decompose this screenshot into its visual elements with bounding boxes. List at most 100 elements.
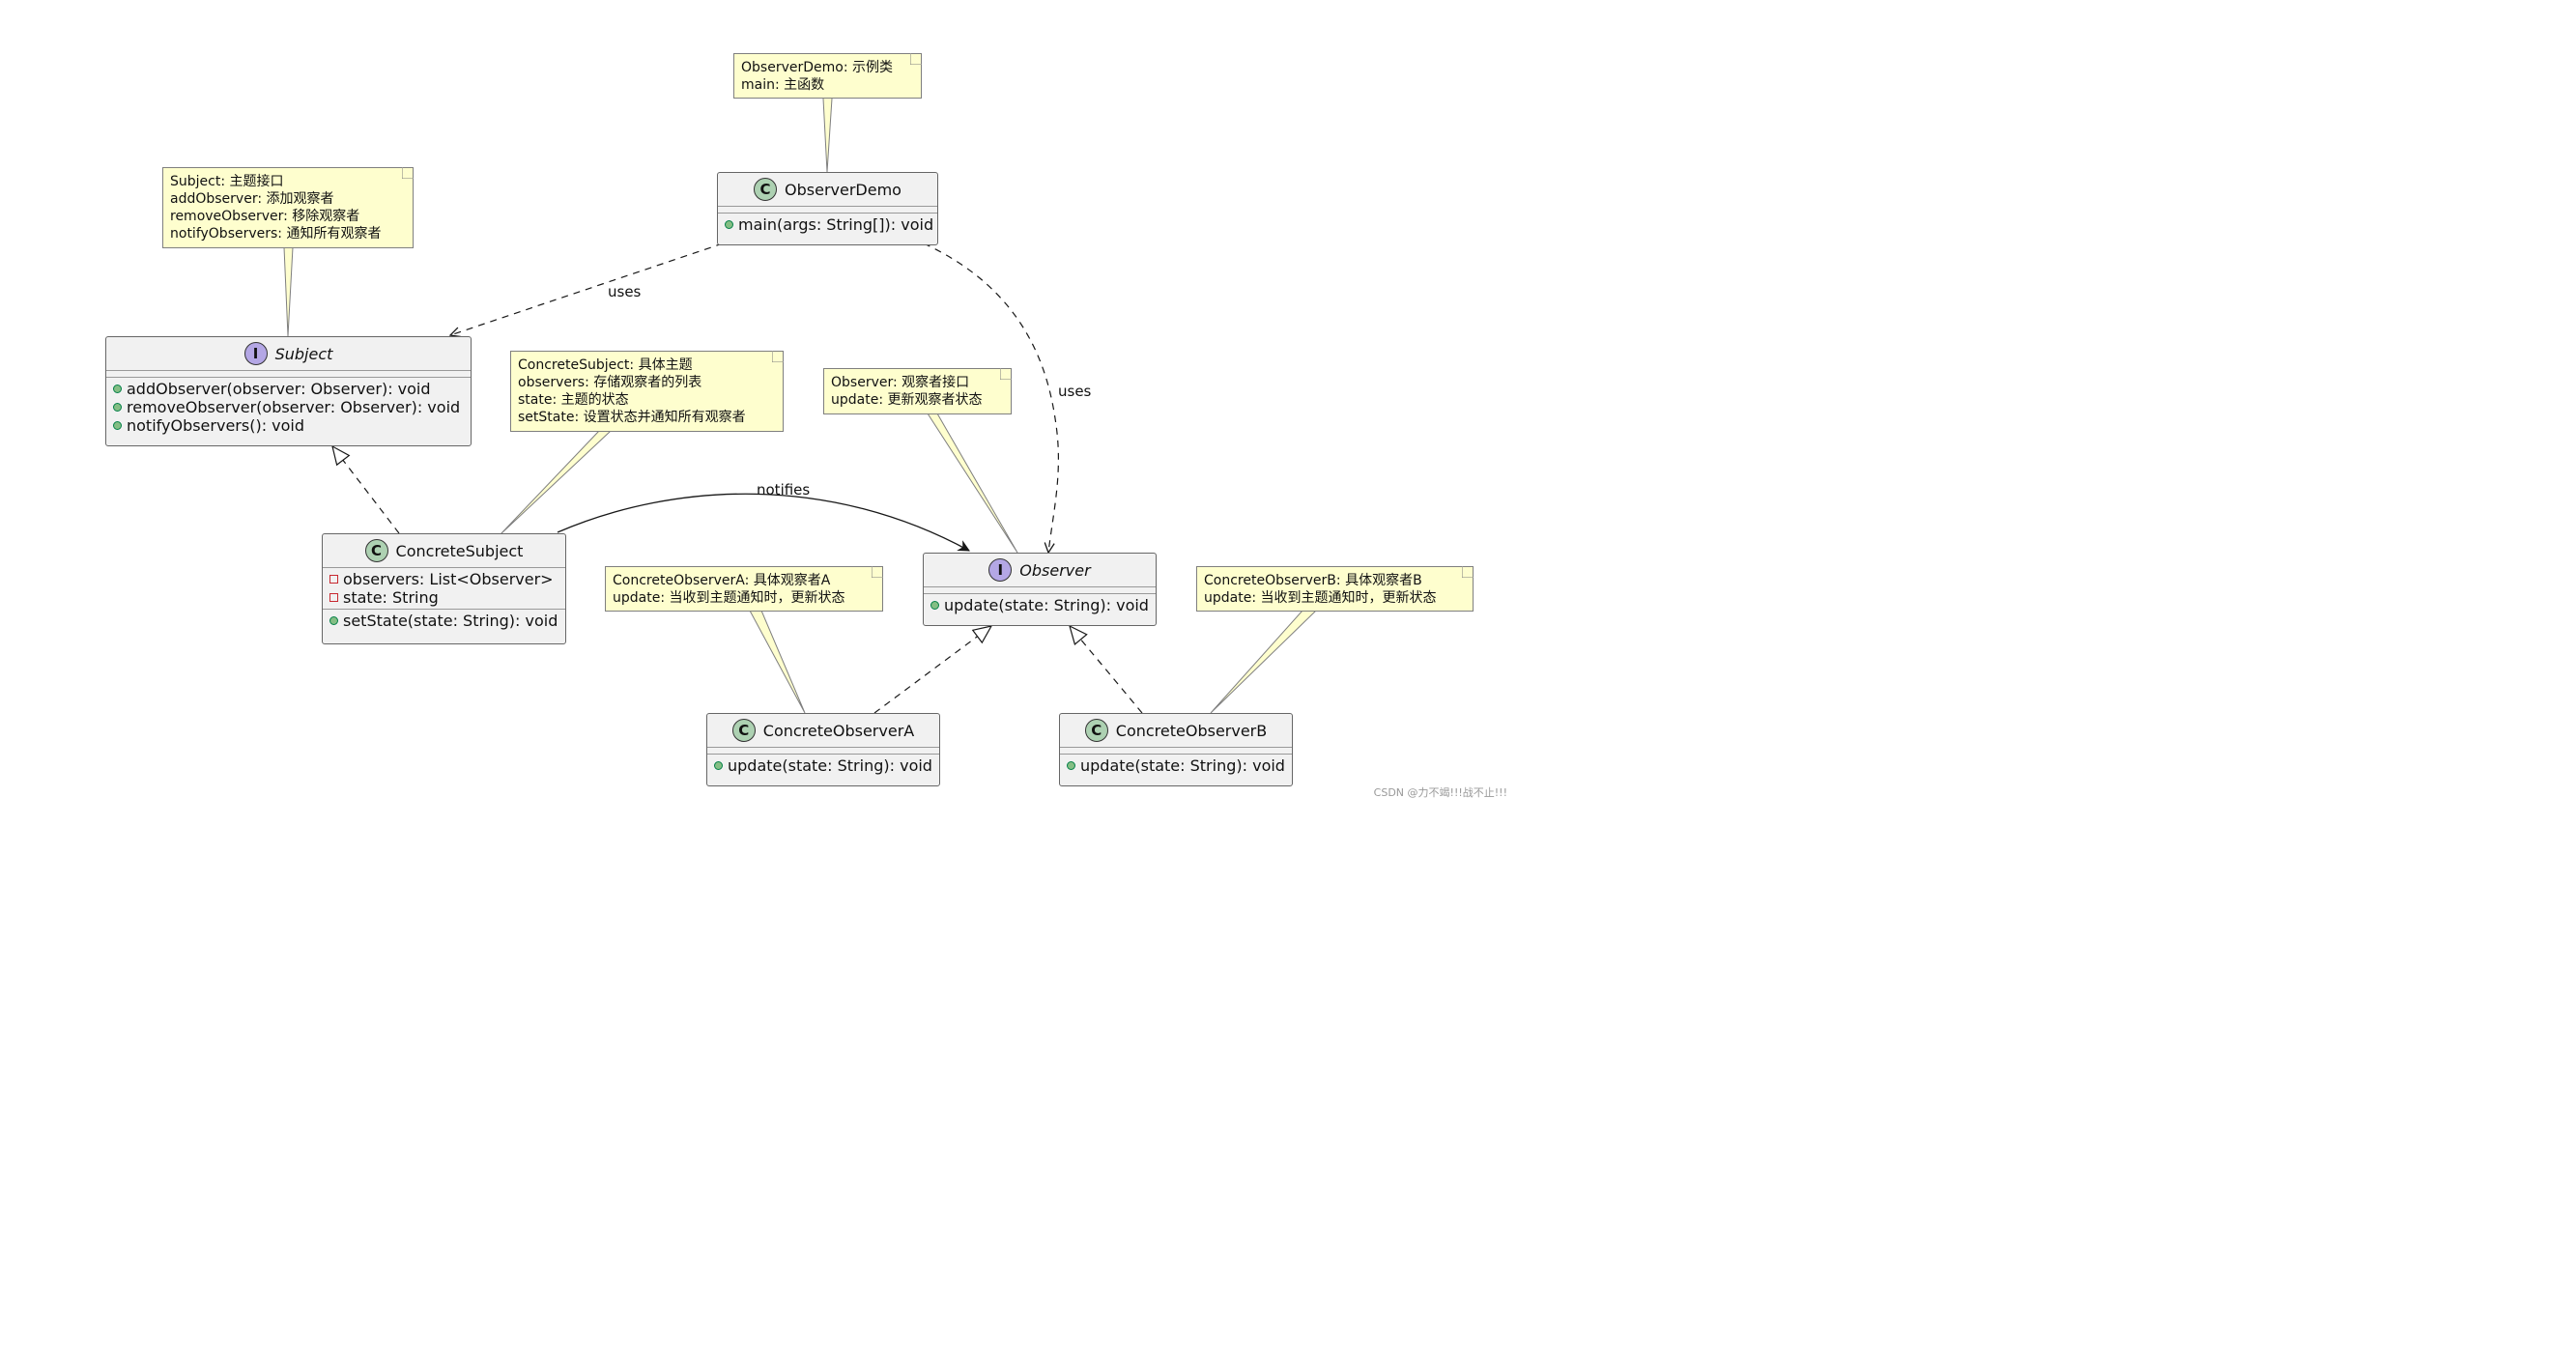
method-row: main(args: String[]): void bbox=[718, 215, 937, 234]
class-stereotype-icon: C bbox=[754, 178, 778, 201]
field-row: state: String bbox=[323, 588, 565, 607]
method-row: update(state: String): void bbox=[924, 596, 1156, 614]
note-line: update: 更新观察者状态 bbox=[831, 392, 983, 408]
uses-subject-arrow bbox=[450, 242, 724, 335]
class-concrete-observer-a[interactable]: C ConcreteObserverA update(state: String… bbox=[706, 713, 940, 786]
class-name: ConcreteObserverA bbox=[762, 721, 915, 740]
public-visibility-icon bbox=[714, 761, 723, 770]
uses-observer-arrow bbox=[923, 242, 1060, 553]
note-fold-icon bbox=[402, 167, 414, 179]
public-visibility-icon bbox=[113, 385, 122, 393]
interface-stereotype-icon: I bbox=[988, 558, 1013, 582]
methods-section: update(state: String): void bbox=[924, 594, 1156, 616]
realization-concrete-subject-to-subject bbox=[332, 446, 400, 534]
method-signature: setState(state: String): void bbox=[343, 612, 558, 630]
public-visibility-icon bbox=[930, 601, 939, 610]
method-row: update(state: String): void bbox=[707, 756, 939, 775]
field-row: observers: List<Observer> bbox=[323, 570, 565, 588]
class-concrete-subject[interactable]: C ConcreteSubject observers: List<Observ… bbox=[322, 533, 566, 644]
note-line: state: 主题的状态 bbox=[518, 392, 629, 408]
method-signature: update(state: String): void bbox=[1080, 756, 1285, 775]
class-name: ObserverDemo bbox=[785, 180, 902, 199]
fields-section bbox=[924, 587, 1156, 594]
method-signature: update(state: String): void bbox=[728, 756, 932, 775]
note-line: update: 当收到主题通知时，更新状态 bbox=[613, 590, 845, 606]
note-observer: Observer: 观察者接口 update: 更新观察者状态 bbox=[823, 368, 1012, 414]
watermark: CSDN @力不竭!!!战不止!!! bbox=[1373, 786, 1507, 799]
note-fold-icon bbox=[1462, 566, 1474, 578]
method-signature: removeObserver(observer: Observer): void bbox=[127, 398, 461, 416]
realization-concrete-observer-b-to-observer bbox=[1070, 626, 1143, 714]
note-line: addObserver: 添加观察者 bbox=[170, 191, 334, 207]
methods-section: update(state: String): void bbox=[1060, 755, 1292, 777]
method-signature: update(state: String): void bbox=[944, 596, 1149, 614]
fields-section bbox=[718, 207, 937, 214]
note-line: ConcreteObserverA: 具体观察者A bbox=[613, 573, 831, 588]
methods-section: main(args: String[]): void bbox=[718, 214, 937, 236]
class-header: I Observer bbox=[924, 554, 1156, 587]
notifies-arrow bbox=[557, 493, 969, 552]
class-stereotype-icon: C bbox=[1084, 719, 1108, 742]
public-visibility-icon bbox=[113, 421, 122, 430]
class-concrete-observer-b[interactable]: C ConcreteObserverB update(state: String… bbox=[1059, 713, 1293, 786]
class-name: ConcreteObserverB bbox=[1115, 721, 1268, 740]
note-concrete-observer-b: ConcreteObserverB: 具体观察者B update: 当收到主题通… bbox=[1196, 566, 1474, 612]
methods-section: setState(state: String): void bbox=[323, 610, 565, 632]
uses-subject-label: uses bbox=[608, 283, 642, 300]
relationship-lines bbox=[283, 98, 1317, 714]
interface-name: Subject bbox=[274, 344, 333, 363]
method-row: addObserver(observer: Observer): void bbox=[106, 380, 471, 398]
interface-subject[interactable]: I Subject addObserver(observer: Observer… bbox=[105, 336, 472, 446]
note-concrete-observer-a: ConcreteObserverA: 具体观察者A update: 当收到主题通… bbox=[605, 566, 883, 612]
note-connector-observer-demo bbox=[822, 98, 833, 173]
note-connector-concrete-observer-a bbox=[749, 610, 806, 714]
class-name: ConcreteSubject bbox=[395, 541, 524, 560]
public-visibility-icon bbox=[329, 616, 338, 625]
note-fold-icon bbox=[910, 53, 922, 65]
note-line: ConcreteObserverB: 具体观察者B bbox=[1204, 573, 1422, 588]
note-line: notifyObservers: 通知所有观察者 bbox=[170, 226, 382, 242]
uml-class-diagram: ObserverDemo: 示例类 main: 主函数 Subject: 主题接… bbox=[0, 0, 1515, 806]
class-stereotype-icon: C bbox=[364, 539, 388, 562]
notifies-label: notifies bbox=[757, 481, 811, 499]
field-signature: observers: List<Observer> bbox=[343, 570, 554, 588]
class-header: C ConcreteObserverB bbox=[1060, 714, 1292, 748]
note-fold-icon bbox=[772, 351, 784, 362]
fields-section bbox=[1060, 748, 1292, 755]
class-header: C ObserverDemo bbox=[718, 173, 937, 207]
method-row: setState(state: String): void bbox=[323, 612, 565, 630]
method-signature: main(args: String[]): void bbox=[738, 215, 934, 234]
private-visibility-icon bbox=[329, 575, 338, 584]
note-fold-icon bbox=[872, 566, 883, 578]
note-subject: Subject: 主题接口 addObserver: 添加观察者 removeO… bbox=[162, 167, 414, 248]
fields-section: observers: List<Observer> state: String bbox=[323, 568, 565, 610]
methods-section: addObserver(observer: Observer): void re… bbox=[106, 378, 471, 437]
note-line: Observer: 观察者接口 bbox=[831, 375, 970, 390]
method-signature: addObserver(observer: Observer): void bbox=[127, 380, 431, 398]
note-line: Subject: 主题接口 bbox=[170, 174, 284, 189]
class-header: C ConcreteObserverA bbox=[707, 714, 939, 748]
methods-section: update(state: String): void bbox=[707, 755, 939, 777]
method-signature: notifyObservers(): void bbox=[127, 416, 305, 435]
field-signature: state: String bbox=[343, 588, 439, 607]
class-header: C ConcreteSubject bbox=[323, 534, 565, 568]
note-line: main: 主函数 bbox=[741, 77, 825, 93]
class-stereotype-icon: C bbox=[731, 719, 756, 742]
note-line: update: 当收到主题通知时，更新状态 bbox=[1204, 590, 1437, 606]
uses-observer-label: uses bbox=[1058, 383, 1092, 400]
class-observer-demo[interactable]: C ObserverDemo main(args: String[]): voi… bbox=[717, 172, 938, 245]
method-row: removeObserver(observer: Observer): void bbox=[106, 398, 471, 416]
note-line: setState: 设置状态并通知所有观察者 bbox=[518, 410, 746, 425]
method-row: notifyObservers(): void bbox=[106, 416, 471, 435]
note-observer-demo: ObserverDemo: 示例类 main: 主函数 bbox=[733, 53, 922, 99]
note-connector-observer bbox=[927, 413, 1018, 554]
method-row: update(state: String): void bbox=[1060, 756, 1292, 775]
interface-observer[interactable]: I Observer update(state: String): void bbox=[923, 553, 1157, 626]
public-visibility-icon bbox=[113, 403, 122, 412]
private-visibility-icon bbox=[329, 593, 338, 602]
note-line: removeObserver: 移除观察者 bbox=[170, 209, 360, 224]
note-line: observers: 存储观察者的列表 bbox=[518, 375, 702, 390]
public-visibility-icon bbox=[1067, 761, 1075, 770]
public-visibility-icon bbox=[725, 220, 733, 229]
interface-name: Observer bbox=[1019, 560, 1091, 580]
